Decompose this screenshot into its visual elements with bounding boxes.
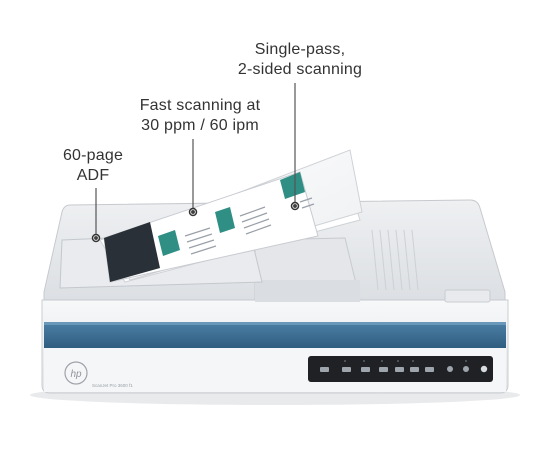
accent-band-highlight <box>44 322 506 325</box>
simplex-duplex-button[interactable] <box>447 366 453 372</box>
lid-tab <box>444 289 491 303</box>
callout-single-pass: Single-pass, 2-sided scanning <box>215 40 385 80</box>
callout-single-line2: 2-sided scanning <box>237 61 363 78</box>
callout-fast-line2: 30 ppm / 60 ipm <box>141 117 259 134</box>
callout-single-line1: Single-pass, <box>254 41 346 58</box>
scan-button-2[interactable] <box>342 367 351 372</box>
wifi-button[interactable] <box>463 366 469 372</box>
scan-button-1[interactable] <box>320 367 329 372</box>
scan-button-3[interactable] <box>361 367 370 372</box>
scan-button-7[interactable] <box>425 367 434 372</box>
control-panel-indicators <box>344 360 467 362</box>
lid-ribs <box>371 229 419 291</box>
output-tray-slot <box>255 280 360 302</box>
callout-adf-line2: ADF <box>76 167 110 184</box>
scan-button-5[interactable] <box>395 367 404 372</box>
hp-logo <box>64 361 88 385</box>
callout-adf: 60-page ADF <box>50 146 136 186</box>
hp-logo-text: hp <box>70 369 82 380</box>
callout-leaders <box>91 83 300 243</box>
scan-button-6[interactable] <box>410 367 419 372</box>
callout-fast-line1: Fast scanning at <box>139 97 261 114</box>
callout-fast-scanning: Fast scanning at 30 ppm / 60 ipm <box>120 96 280 136</box>
control-panel-buttons <box>320 365 488 373</box>
model-label: ScanJet Pro 3600 f1 <box>92 383 133 388</box>
scan-button-4[interactable] <box>379 367 388 372</box>
power-button[interactable] <box>480 365 488 373</box>
callout-adf-line1: 60-page <box>62 147 124 164</box>
accent-band <box>44 322 506 348</box>
